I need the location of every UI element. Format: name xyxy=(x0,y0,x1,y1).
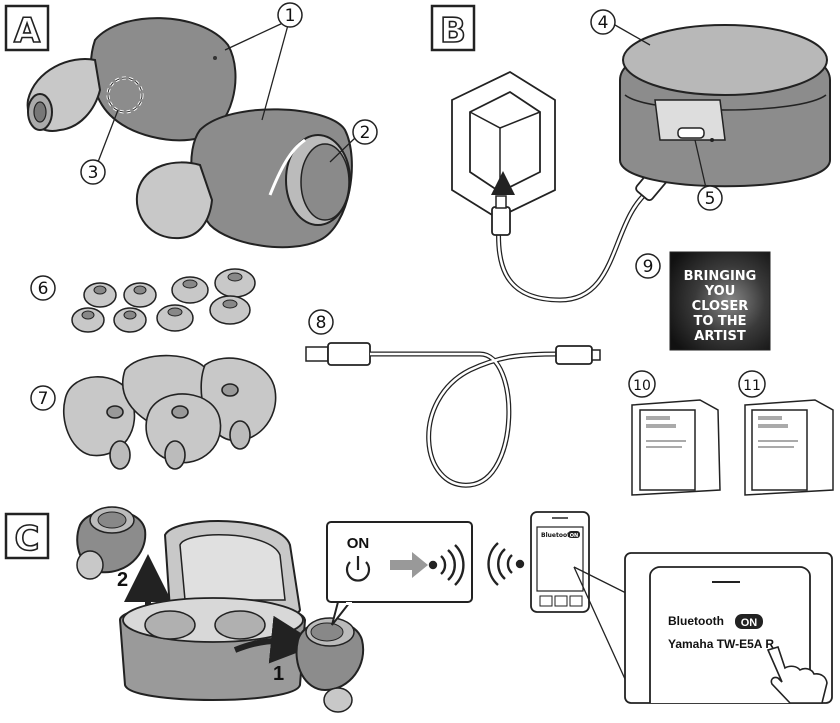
arrow-right-icon xyxy=(390,552,428,578)
svg-text:6: 6 xyxy=(38,279,49,299)
power-icon xyxy=(345,556,371,582)
document-10 xyxy=(631,399,721,496)
poster-line-1: BRINGING xyxy=(684,269,757,284)
power-on-label: ON xyxy=(347,535,370,552)
section-c-letter: C xyxy=(15,519,40,559)
callout-4: 4 xyxy=(590,9,616,35)
open-charging-case xyxy=(118,520,307,701)
usb-cable xyxy=(305,342,601,488)
poster-line-2: YOU xyxy=(704,284,736,299)
callout-5: 5 xyxy=(697,185,723,211)
poster-line-5: ARTIST xyxy=(694,329,746,344)
signal-icon xyxy=(428,544,465,586)
section-b-letter: B xyxy=(440,11,466,51)
callout-8: 8 xyxy=(308,309,334,335)
ear-tips xyxy=(71,268,256,333)
usb-c-port xyxy=(677,127,705,139)
section-a-letter: A xyxy=(14,11,41,51)
svg-text:10: 10 xyxy=(633,378,651,394)
section-b-badge xyxy=(430,4,476,52)
section-b: B 4 xyxy=(305,4,834,496)
section-c: C 2 1 xyxy=(4,506,833,713)
svg-text:ON: ON xyxy=(741,617,758,629)
earbud-removed-right xyxy=(295,617,365,713)
earbud-removed-left xyxy=(76,506,147,580)
svg-text:2: 2 xyxy=(360,123,371,143)
phone-zoom: Bluetooth ON Yamaha TW-E5A R xyxy=(624,552,833,704)
callout-6: 6 xyxy=(30,275,56,301)
wall-outlet xyxy=(451,70,556,220)
callout-10: 10 xyxy=(628,370,656,398)
svg-text:1: 1 xyxy=(285,6,296,26)
svg-text:3: 3 xyxy=(88,163,99,183)
svg-text:11: 11 xyxy=(743,378,761,394)
callout-9: 9 xyxy=(635,253,661,279)
bluetooth-toggle[interactable] xyxy=(735,614,763,629)
phone-small-toggle: ON xyxy=(570,533,578,539)
power-on-bubble: ON xyxy=(326,521,473,626)
step-1-label: 1 xyxy=(273,663,284,685)
svg-text:7: 7 xyxy=(38,389,49,409)
callout-7: 7 xyxy=(30,385,56,411)
document-11 xyxy=(744,399,834,496)
section-c-badge xyxy=(4,512,50,560)
svg-text:5: 5 xyxy=(705,189,716,209)
charging-case xyxy=(619,24,831,188)
poster: BRINGING YOU CLOSER TO THE ARTIST xyxy=(669,251,771,351)
device-name[interactable]: Yamaha TW-E5A R xyxy=(668,637,774,651)
poster-line-4: TO THE xyxy=(693,314,746,329)
phone-small-bluetooth-label: Bluetooth xyxy=(541,532,574,539)
svg-text:4: 4 xyxy=(598,13,609,33)
callout-11: 11 xyxy=(738,370,766,398)
bluetooth-label: Bluetooth xyxy=(668,614,724,628)
ear-fins xyxy=(63,354,277,470)
section-a-badge xyxy=(4,4,50,52)
svg-text:9: 9 xyxy=(643,257,654,277)
phone-small: Bluetooth ON xyxy=(530,511,590,613)
svg-text:8: 8 xyxy=(316,313,327,333)
section-a: A 1 2 xyxy=(4,2,378,249)
callout-1: 1 xyxy=(277,2,303,28)
callout-3: 3 xyxy=(80,159,106,185)
poster-line-3: CLOSER xyxy=(692,299,749,314)
signal-receive-icon xyxy=(487,542,525,586)
earbud-right xyxy=(135,108,353,249)
callout-2: 2 xyxy=(352,119,378,145)
hand-pointer-icon xyxy=(766,646,828,704)
step-2-label: 2 xyxy=(117,569,128,591)
earbud-left xyxy=(26,17,237,142)
